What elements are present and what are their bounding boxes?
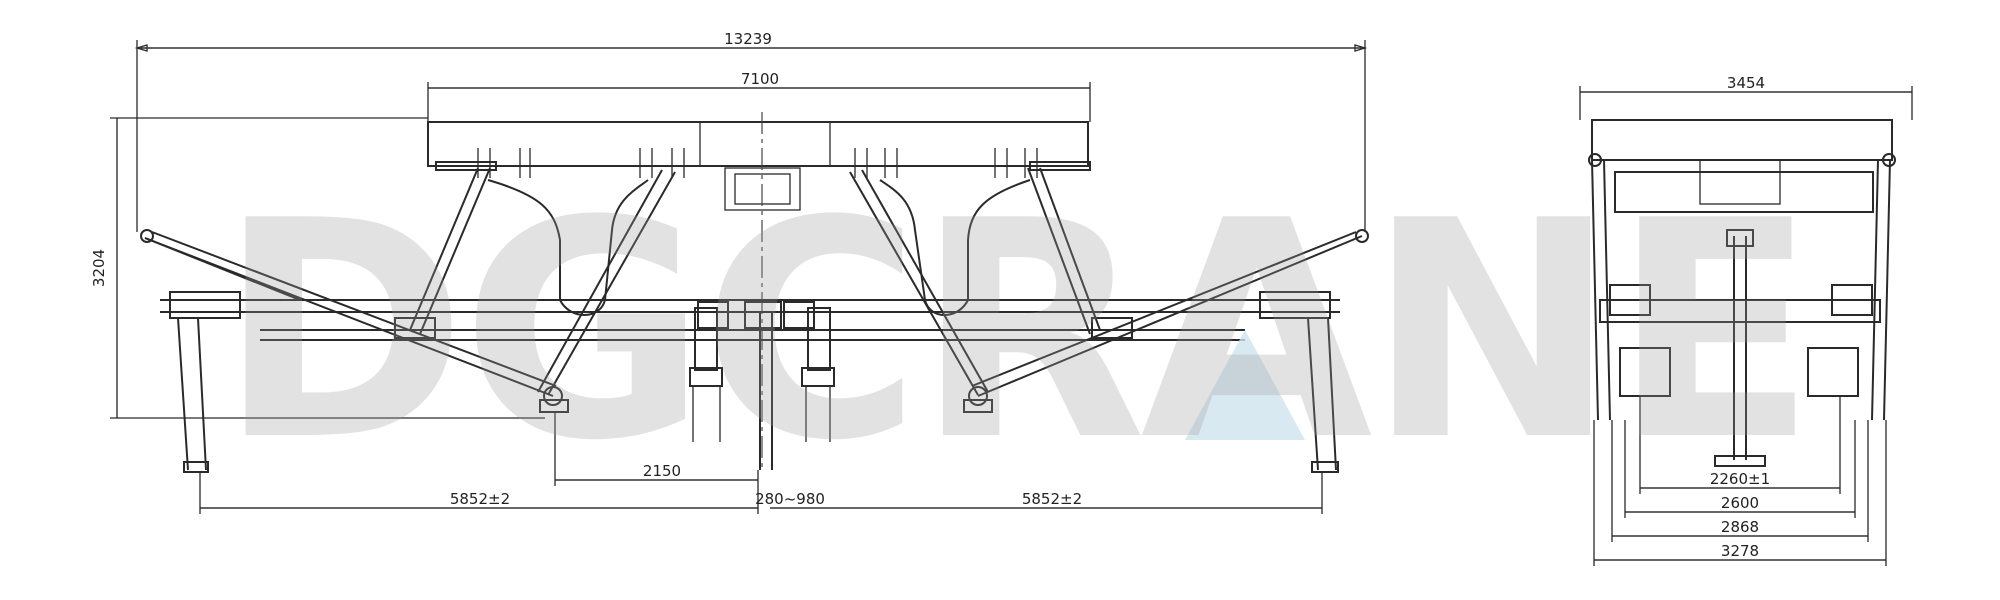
dim-w2: 2600 <box>1624 420 1856 518</box>
end-cross-beam <box>1599 299 1881 323</box>
right-span-label: 5852±2 <box>1022 490 1082 508</box>
center-gap-label: 280~980 <box>755 490 825 508</box>
height-label: 3204 <box>90 249 108 287</box>
end-left-lug <box>1619 347 1671 397</box>
top-beam <box>427 121 1091 211</box>
dim-overall-length: 13239 <box>134 30 1368 232</box>
top-beam-clamps <box>477 148 1038 178</box>
end-counter-box <box>1699 159 1781 205</box>
w4-label: 3278 <box>1721 542 1759 560</box>
end-view: 3454 2260±1 2600 <box>1579 74 1913 566</box>
right-frame <box>849 167 1133 413</box>
left-frame <box>394 167 676 413</box>
dim-inner-span: 2150 <box>554 412 758 486</box>
top-width-label: 3454 <box>1727 74 1765 92</box>
right-outrigger <box>971 229 1369 473</box>
end-top-beam <box>1591 119 1893 161</box>
end-right-lug <box>1807 347 1859 397</box>
left-span-label: 5852±2 <box>450 490 510 508</box>
side-view: 13239 7100 3204 <box>90 30 1369 514</box>
left-outrigger <box>140 229 557 473</box>
end-legs <box>1591 159 1891 421</box>
dim-w1: 2260±1 <box>1639 396 1841 494</box>
dim-w3: 2868 <box>1611 420 1869 542</box>
w3-label: 2868 <box>1721 518 1759 536</box>
w2-label: 2600 <box>1721 494 1759 512</box>
inner-span-label: 2150 <box>643 462 681 480</box>
dim-left-span: 5852±2 <box>199 472 758 514</box>
hooks <box>689 307 835 442</box>
end-center-post <box>1733 236 1747 460</box>
main-beam <box>160 299 1340 341</box>
watermark-text: DGCRANE <box>218 157 1811 506</box>
overall-length-label: 13239 <box>724 30 772 48</box>
dim-right-span: 5852±2 <box>770 472 1323 514</box>
dim-height: 3204 <box>90 117 545 419</box>
dim-top-beam: 7100 <box>427 70 1091 122</box>
center-legs <box>759 312 773 470</box>
top-beam-label: 7100 <box>741 70 779 88</box>
dim-top-width: 3454 <box>1579 74 1913 120</box>
dim-w4: 3278 <box>1593 420 1887 566</box>
watermark: DGCRANE <box>218 157 1817 506</box>
w1-label: 2260±1 <box>1710 470 1770 488</box>
dim-center-gap: 280~980 <box>755 470 825 514</box>
watermark-accent <box>1185 330 1305 440</box>
